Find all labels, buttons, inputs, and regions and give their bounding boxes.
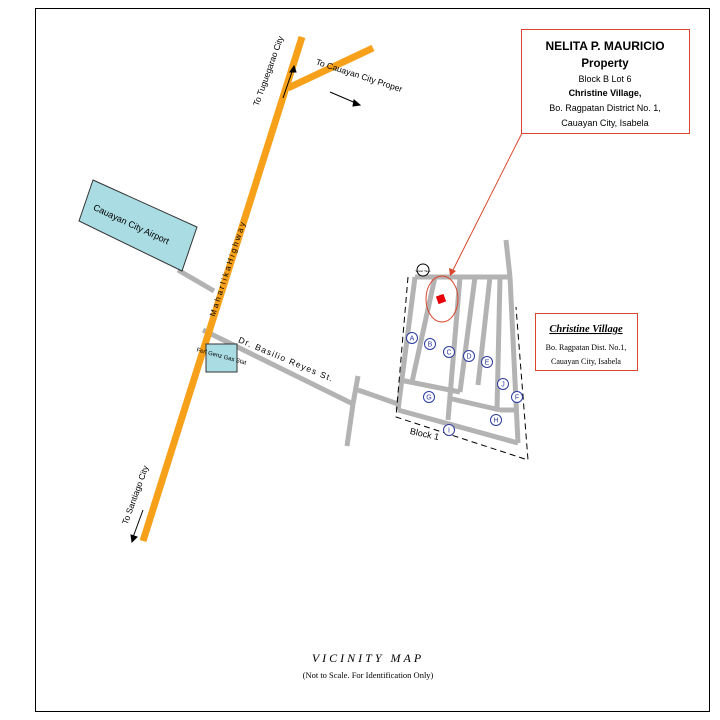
block-marker-label: H bbox=[493, 418, 498, 425]
direction-arrows bbox=[130, 64, 362, 544]
to-cauayan-label: To Cauayan City Proper bbox=[315, 57, 404, 94]
block-marker-label: B bbox=[428, 342, 433, 349]
block-marker-label: G bbox=[426, 395, 431, 402]
village-box: Christine Village Bo. Ragpatan Dist. No.… bbox=[535, 313, 638, 371]
arrow-santiago-head bbox=[130, 534, 138, 544]
callout-arrowhead bbox=[449, 268, 456, 276]
gas-station-building bbox=[205, 343, 238, 373]
property-district: Bo. Ragpatan District No. 1, bbox=[549, 103, 661, 113]
village-name: Christine Village bbox=[549, 324, 623, 335]
village-boundary bbox=[395, 276, 529, 461]
block-marker-g: G bbox=[423, 391, 435, 403]
block-marker-label: J bbox=[501, 382, 505, 389]
property-block-lot: Block B Lot 6 bbox=[578, 74, 631, 84]
gas-station-landmark: Ferl Genz Gas Stat bbox=[196, 343, 247, 373]
block-marker-i: I bbox=[443, 424, 455, 436]
village-box-frame bbox=[535, 313, 638, 371]
map-title: VICINITY MAP bbox=[312, 651, 424, 665]
block-marker-f: F bbox=[511, 391, 523, 403]
airport-access-road bbox=[176, 267, 216, 294]
block-markers: A B C D E F G H I J bbox=[406, 332, 523, 436]
arrow-cauayan-head bbox=[352, 99, 362, 107]
water-tank-icon: Water Tank bbox=[415, 263, 431, 277]
maharlika-highway bbox=[139, 35, 375, 543]
to-santiago-label: To Santiago City bbox=[120, 463, 151, 525]
block-marker-label: I bbox=[448, 428, 450, 435]
block-marker-label: E bbox=[485, 360, 490, 367]
to-cauayan-text: To Cauayan City Proper bbox=[315, 57, 404, 94]
block-marker-d: D bbox=[463, 350, 475, 362]
airport-landmark: Cauayan City Airport bbox=[78, 179, 198, 272]
basilio-label: Dr. Basilio Reyes St. bbox=[237, 335, 335, 384]
property-title: Property bbox=[581, 58, 629, 70]
block-marker-e: E bbox=[481, 356, 493, 368]
village-line1: Bo. Ragpatan Dist. No.1, bbox=[546, 343, 627, 352]
block-marker-label: C bbox=[446, 350, 451, 357]
highway-label: M a h a r l i k a H i g h w a y bbox=[208, 221, 247, 318]
block-marker-label: D bbox=[466, 354, 471, 361]
water-tank-label: Water Tank bbox=[415, 269, 431, 273]
village-line2: Cauayan City, Isabela bbox=[551, 357, 621, 366]
arrow-santiago bbox=[131, 509, 144, 541]
basilio-reyes-street bbox=[201, 327, 399, 447]
map-frame bbox=[35, 8, 710, 712]
property-box-frame bbox=[521, 29, 690, 134]
block-marker-h: H bbox=[490, 414, 502, 426]
block1-label: Block 1 bbox=[409, 426, 440, 442]
lot-highlight-circle bbox=[425, 275, 459, 323]
block-marker-j: J bbox=[497, 378, 509, 390]
block-marker-a: A bbox=[406, 332, 418, 344]
property-callout-box: NELITA P. MAURICIO Property Block B Lot … bbox=[521, 29, 690, 134]
subject-lot bbox=[435, 293, 447, 305]
property-owner: NELITA P. MAURICIO bbox=[545, 39, 664, 53]
property-city: Cauayan City, Isabela bbox=[561, 118, 648, 128]
arrow-tuguegarao-head bbox=[289, 64, 297, 73]
callout-line bbox=[451, 132, 523, 273]
property-subdivision: Christine Village, bbox=[569, 88, 642, 98]
block-marker-label: F bbox=[515, 395, 519, 402]
block-marker-label: A bbox=[410, 336, 415, 343]
block-marker-b: B bbox=[424, 338, 436, 350]
map-subtitle: (Not to Scale. For Identification Only) bbox=[303, 670, 434, 680]
block-marker-c: C bbox=[443, 346, 455, 358]
airport-building bbox=[78, 179, 198, 272]
